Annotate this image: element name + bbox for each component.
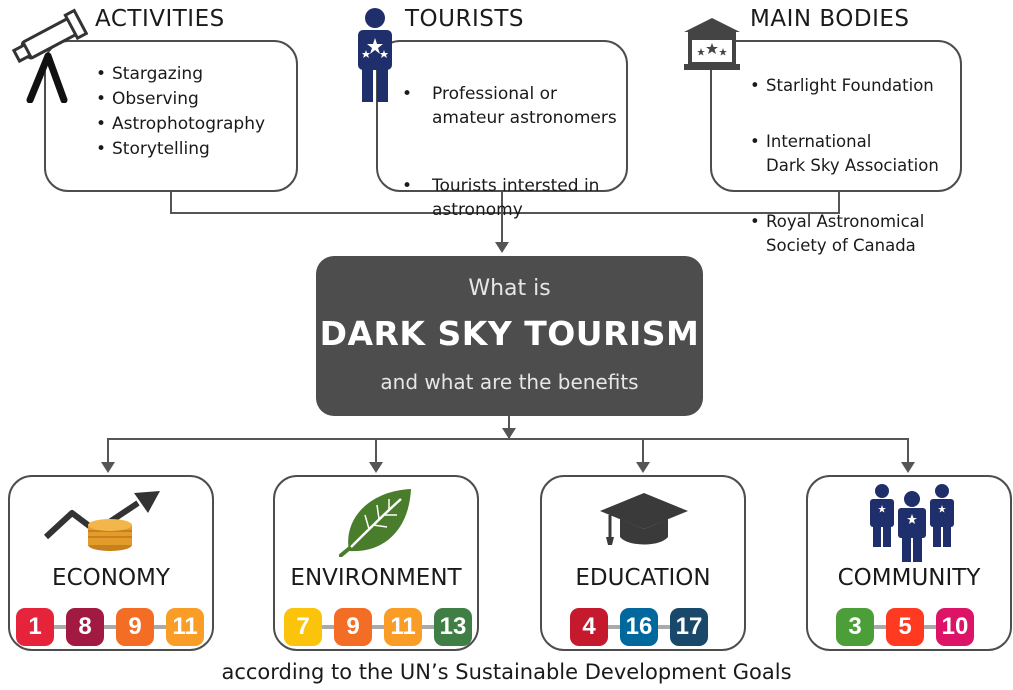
sdg-badge: 7 — [284, 608, 322, 646]
community-title: COMMUNITY — [837, 565, 981, 591]
list-item: Royal Astronomical Society of Canada — [750, 210, 960, 258]
sdg-badge: 11 — [384, 608, 422, 646]
arrow-environment — [369, 462, 383, 473]
list-item: Observing — [96, 87, 265, 112]
list-item: Storytelling — [96, 137, 265, 162]
center-line-3: and what are the benefits — [380, 370, 639, 394]
sdg-badge: 9 — [334, 608, 372, 646]
environment-title: ENVIRONMENT — [290, 565, 462, 591]
sdg-badge: 11 — [166, 608, 204, 646]
sdg-badge: 3 — [836, 608, 874, 646]
list-item: Stargazing — [96, 62, 265, 87]
economy-sdg-row: 1 8 9 11 — [16, 608, 204, 646]
connector-community — [907, 438, 909, 462]
sdg-badge: 9 — [116, 608, 154, 646]
list-item: Astrophotography — [96, 112, 265, 137]
center-headline: DARK SKY TOURISM — [319, 314, 700, 353]
building-icon — [682, 16, 742, 72]
list-item: Professional or amateur astronomers — [402, 82, 622, 130]
connector-bodies — [838, 190, 840, 214]
connector-activities — [170, 190, 172, 214]
activities-list: Stargazing Observing Astrophotography St… — [96, 62, 265, 162]
connector-center-down — [508, 416, 510, 438]
graduation-cap-icon — [598, 491, 690, 551]
education-title: EDUCATION — [575, 565, 711, 591]
sdg-badge: 17 — [670, 608, 708, 646]
list-item: Tourists intersted in astronomy — [402, 174, 622, 222]
education-sdg-row: 4 16 17 — [570, 608, 708, 646]
bodies-list: Starlight Foundation International Dark … — [750, 50, 960, 282]
environment-sdg-row: 7 9 11 13 — [284, 608, 472, 646]
sdg-badge: 5 — [886, 608, 924, 646]
coins-growth-icon — [42, 485, 182, 555]
connector-environment — [375, 438, 377, 462]
people-group-icon — [864, 481, 960, 563]
arrow-community — [901, 462, 915, 473]
connector-education — [642, 438, 644, 462]
arrow-to-center — [495, 242, 509, 253]
central-question-box: What is DARK SKY TOURISM and what are th… — [316, 256, 703, 416]
community-sdg-row: 3 5 10 — [836, 608, 974, 646]
sdg-badge: 13 — [434, 608, 472, 646]
list-item: Starlight Foundation — [750, 74, 960, 98]
telescope-icon — [8, 8, 89, 104]
sdg-badge: 16 — [620, 608, 658, 646]
bodies-title: MAIN BODIES — [750, 6, 910, 32]
sdg-badge: 8 — [66, 608, 104, 646]
sdg-badge: 1 — [16, 608, 54, 646]
arrow-center-down — [502, 428, 516, 439]
connector-economy — [107, 438, 109, 462]
sdg-badge: 4 — [570, 608, 608, 646]
person-icon — [352, 6, 398, 104]
center-line-1: What is — [468, 276, 551, 301]
tourists-list: Professional or amateur astronomers Tour… — [402, 58, 622, 246]
footer-caption: according to the UN’s Sustainable Develo… — [221, 660, 792, 684]
leaf-icon — [337, 485, 415, 559]
arrow-economy — [101, 462, 115, 473]
sdg-badge: 10 — [936, 608, 974, 646]
economy-title: ECONOMY — [52, 565, 170, 591]
arrow-education — [636, 462, 650, 473]
connector-bottom-horizontal — [107, 438, 909, 440]
tourists-title: TOURISTS — [405, 6, 524, 32]
activities-title: ACTIVITIES — [95, 6, 225, 32]
list-item: International Dark Sky Association — [750, 130, 960, 178]
